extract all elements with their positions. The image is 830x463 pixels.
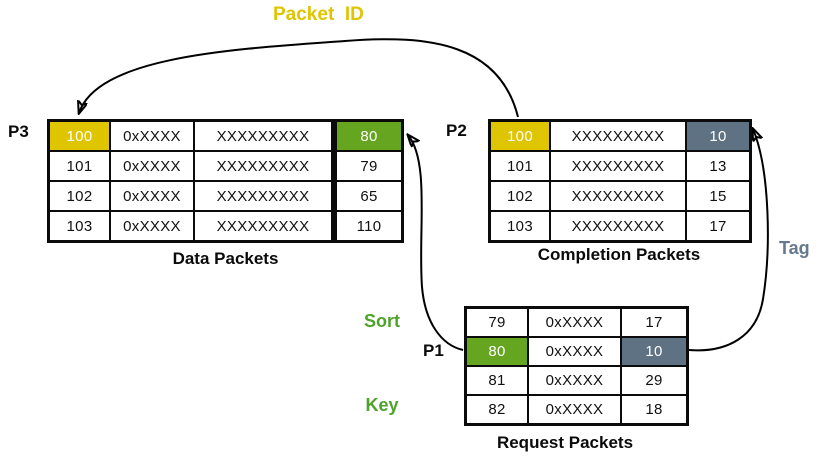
table-cell: 103 (490, 211, 550, 241)
table-cell: 17 (621, 308, 687, 337)
table-cell: 102 (490, 181, 550, 211)
table-cell: XXXXXXXXX (194, 181, 332, 211)
sort-key-column-table: 80 79 65 110 (334, 119, 404, 243)
request-packets-table: 79 0xXXXX 17 80 0xXXXX 10 81 0xXXXX 29 8… (464, 306, 689, 426)
packet-id-label: Packet ID (273, 4, 364, 25)
table-cell: 0xXXXX (110, 211, 194, 241)
table-cell: 101 (490, 151, 550, 181)
completion-packets-caption: Completion Packets (537, 245, 701, 264)
completion-packets-table: 100 XXXXXXXXX 10 101 XXXXXXXXX 13 102 XX… (488, 119, 752, 243)
table-cell: 79 (466, 308, 528, 337)
table-cell: 0xXXXX (110, 121, 194, 151)
completion-packets-cell-id: 100 (490, 121, 550, 151)
table-cell: XXXXXXXXX (550, 121, 686, 151)
table-cell: 0xXXXX (110, 151, 194, 181)
table-cell: 65 (336, 181, 402, 211)
table-cell: 15 (686, 181, 750, 211)
table-cell: 17 (686, 211, 750, 241)
table-cell: 0xXXXX (528, 366, 621, 395)
table-cell: 81 (466, 366, 528, 395)
table-cell: 103 (49, 211, 110, 241)
table-cell: XXXXXXXXX (550, 211, 686, 241)
p3-pointer-label: P3 (8, 122, 29, 141)
table-cell: 79 (336, 151, 402, 181)
data-packets-table: 100 0xXXXX XXXXXXXXX 101 0xXXXX XXXXXXXX… (47, 119, 334, 243)
p2-pointer-label: P2 (446, 121, 467, 140)
completion-packets-cell-tag: 10 (686, 121, 750, 151)
table-cell: XXXXXXXXX (194, 121, 332, 151)
table-cell: XXXXXXXXX (194, 211, 332, 241)
table-cell: 0xXXXX (528, 395, 621, 424)
table-cell: XXXXXXXXX (194, 151, 332, 181)
table-cell: 0xXXXX (528, 337, 621, 366)
table-cell: 82 (466, 395, 528, 424)
tag-label: Tag (779, 238, 810, 258)
table-cell: 18 (621, 395, 687, 424)
table-cell: XXXXXXXXX (550, 151, 686, 181)
data-packets-cell-id: 100 (49, 121, 110, 151)
sort-key-label-line1: Sort (364, 311, 400, 331)
request-packets-cell-tag: 10 (621, 337, 687, 366)
sort-key-label-line2: Key (365, 395, 399, 415)
table-cell: 13 (686, 151, 750, 181)
packet-id-arrow (79, 38, 519, 118)
data-packets-caption: Data Packets (172, 249, 279, 268)
table-cell: XXXXXXXXX (550, 181, 686, 211)
request-packets-cell-sortkey: 80 (466, 337, 528, 366)
table-cell: 102 (49, 181, 110, 211)
table-cell: 0xXXXX (110, 181, 194, 211)
request-packets-caption: Request Packets (496, 433, 634, 452)
sort-key-cell: 80 (336, 121, 402, 151)
table-cell: 0xXXXX (528, 308, 621, 337)
p1-pointer-label: P1 (423, 341, 444, 360)
table-cell: 101 (49, 151, 110, 181)
table-cell: 110 (336, 211, 402, 241)
table-cell: 29 (621, 366, 687, 395)
